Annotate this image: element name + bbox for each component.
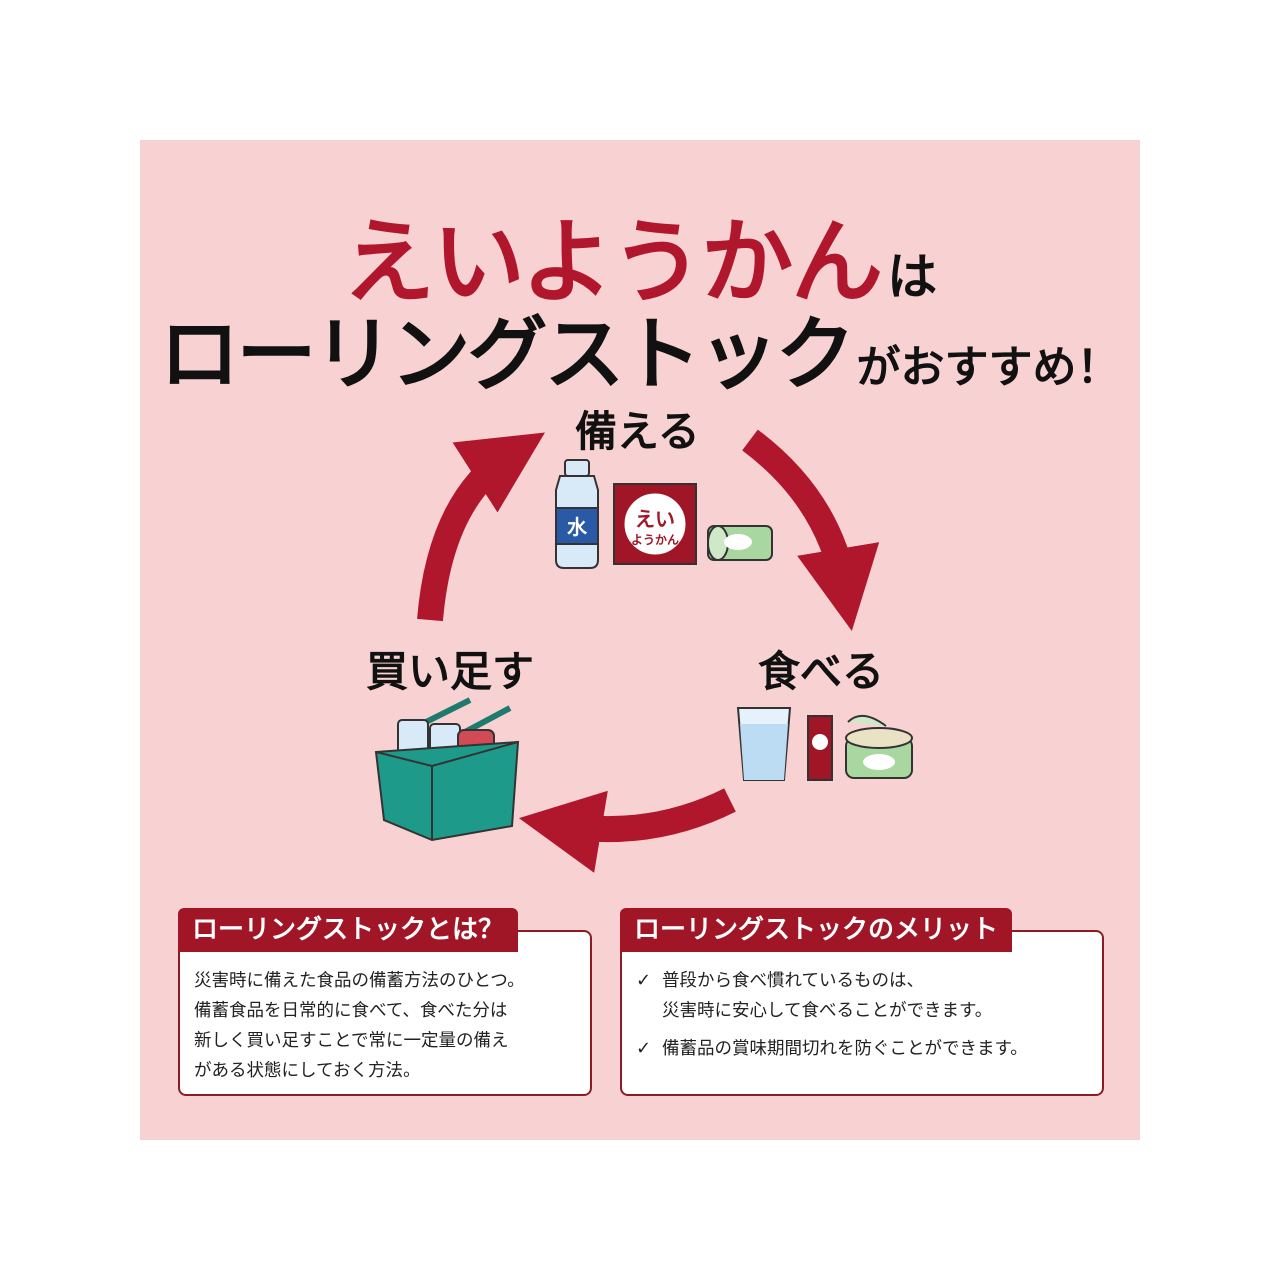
arrow-eat-to-buy (518, 788, 736, 873)
merit-item: ✓ 備蓄品の賞味期間切れを防ぐことができます。 (636, 1034, 1092, 1064)
what-is-heading: ローリングストックとは？ (178, 908, 519, 952)
check-icon: ✓ (636, 970, 652, 991)
merits-body: ✓ 普段から食べ慣れているものは、 災害時に安心して食べることができます。 ✓ … (636, 966, 1092, 1072)
opened-can-icon (845, 715, 913, 779)
yokan-label-2: ようかん (631, 533, 679, 547)
what-is-body: 災害時に備えた食品の備蓄方法のひとつ。 備蓄食品を日常的に食べて、食べた分は 新… (194, 966, 580, 1086)
merit-line: 災害時に安心して食べることができます。 (662, 1001, 993, 1021)
merit-line: 備蓄品の賞味期間切れを防ぐことができます。 (662, 1039, 1028, 1059)
what-is-line: 備蓄食品を日常的に食べて、食べた分は (194, 1001, 508, 1021)
cycle-step-eat: 食べる (758, 647, 885, 696)
cycle-step-buy: 買い足す (366, 647, 535, 696)
title-line-1: えいようかんは (140, 188, 1140, 321)
cycle-step-prepare: 備える (575, 407, 700, 456)
title-recommend: がおすすめ！ (856, 342, 1121, 393)
yokan-label-1: えい (635, 507, 675, 531)
title-brand: えいようかん (342, 209, 883, 316)
glass-of-water-icon (736, 707, 792, 781)
merit-line: 普段から食べ慣れているものは、 (662, 971, 924, 991)
yokan-box-icon: えい ようかん (613, 483, 697, 565)
what-is-line: 災害時に備えた食品の備蓄方法のひとつ。 (194, 971, 525, 991)
yokan-stick-icon (807, 715, 833, 781)
title-particle: は (887, 248, 938, 306)
cycle-diagram: 水 えい ようかん (374, 429, 913, 873)
water-label: 水 (567, 515, 588, 539)
infographic-panel: えいようかんは ローリングストックがおすすめ！ 水 えい ようかん (140, 140, 1140, 1140)
merits-box: ローリングストックのメリット ✓ 普段から食べ慣れているものは、 災害時に安心し… (620, 908, 1104, 1096)
title-rolling-stock: ローリングストック (159, 308, 856, 401)
what-is-box: ローリングストックとは？ 災害時に備えた食品の備蓄方法のひとつ。 備蓄食品を日常… (178, 908, 592, 1096)
what-is-line: がある状態にしておく方法。 (194, 1061, 421, 1081)
what-is-line: 新しく買い足すことで常に一定量の備え (194, 1031, 509, 1051)
shopping-basket-icon (374, 697, 520, 842)
merits-heading: ローリングストックのメリット (620, 908, 1013, 952)
title-line-2: ローリングストックがおすすめ！ (140, 290, 1140, 406)
arrow-buy-to-prepare (417, 432, 545, 622)
water-bottle-icon: 水 (555, 459, 599, 569)
arrow-prepare-to-eat (742, 429, 880, 632)
canned-food-icon (707, 525, 773, 561)
merit-item: ✓ 普段から食べ慣れているものは、 災害時に安心して食べることができます。 (636, 966, 1092, 1026)
check-icon: ✓ (636, 1038, 652, 1059)
